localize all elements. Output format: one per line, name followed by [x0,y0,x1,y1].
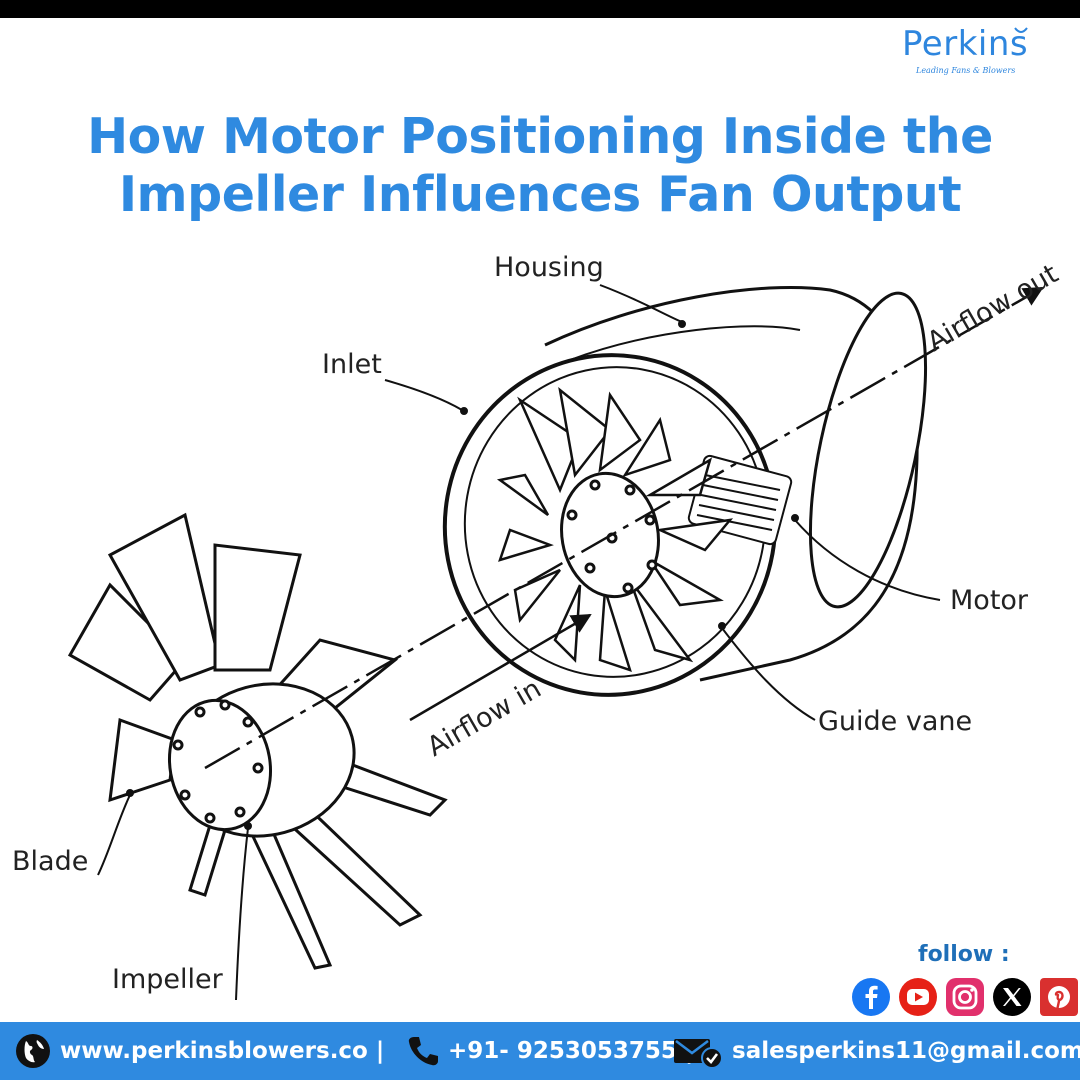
guide-vanes [496,386,734,672]
label-inlet: Inlet [322,349,382,380]
brand-logo: Perkins Leading Fans & Blowers [902,24,1032,80]
phone-icon [408,1037,438,1066]
top-black-bar [0,0,1080,18]
label-blade: Blade [12,846,89,877]
footer-bar: www.perkinsblowers.co | +91- 9253053755 … [0,1022,1080,1080]
globe-icon [16,1034,50,1068]
social-icons [851,977,1079,1017]
impeller-blades [67,512,448,970]
page-title: How Motor Positioning Inside the Impelle… [0,108,1080,224]
title-line-1: How Motor Positioning Inside the [87,108,993,165]
email-icon [674,1039,723,1068]
website-text: www.perkinsblowers.co | [60,1038,385,1064]
airflow-in-arrow [409,613,592,722]
label-housing: Housing [494,252,604,283]
facebook-icon[interactable] [851,977,891,1017]
instagram-icon[interactable] [945,977,985,1017]
pinterest-icon[interactable] [1039,977,1079,1017]
brand-name: Perkins [902,24,1029,64]
phone-text: +91- 9253053755 | [448,1038,694,1064]
fan-diagram [67,284,1044,1001]
label-motor: Motor [950,585,1029,616]
youtube-icon[interactable] [898,977,938,1017]
impeller-hub [167,682,356,838]
label-impeller: Impeller [112,964,223,995]
airflow-axis [204,286,1044,770]
brand-tagline: Leading Fans & Blowers [916,66,1016,75]
website-link[interactable]: www.perkinsblowers.co | [14,1022,384,1080]
email-link[interactable]: salesperkins11@gmail.com [672,1022,1080,1080]
phone-link[interactable]: +91- 9253053755 | [406,1022,693,1080]
label-guide-vane: Guide vane [818,706,973,737]
title-line-2: Impeller Influences Fan Output [118,166,962,223]
x-icon[interactable] [992,977,1032,1017]
email-text: salesperkins11@gmail.com [732,1038,1080,1064]
follow-label: follow : [918,942,1010,967]
leaf-icon [1014,27,1028,33]
leader-lines [97,284,941,1001]
